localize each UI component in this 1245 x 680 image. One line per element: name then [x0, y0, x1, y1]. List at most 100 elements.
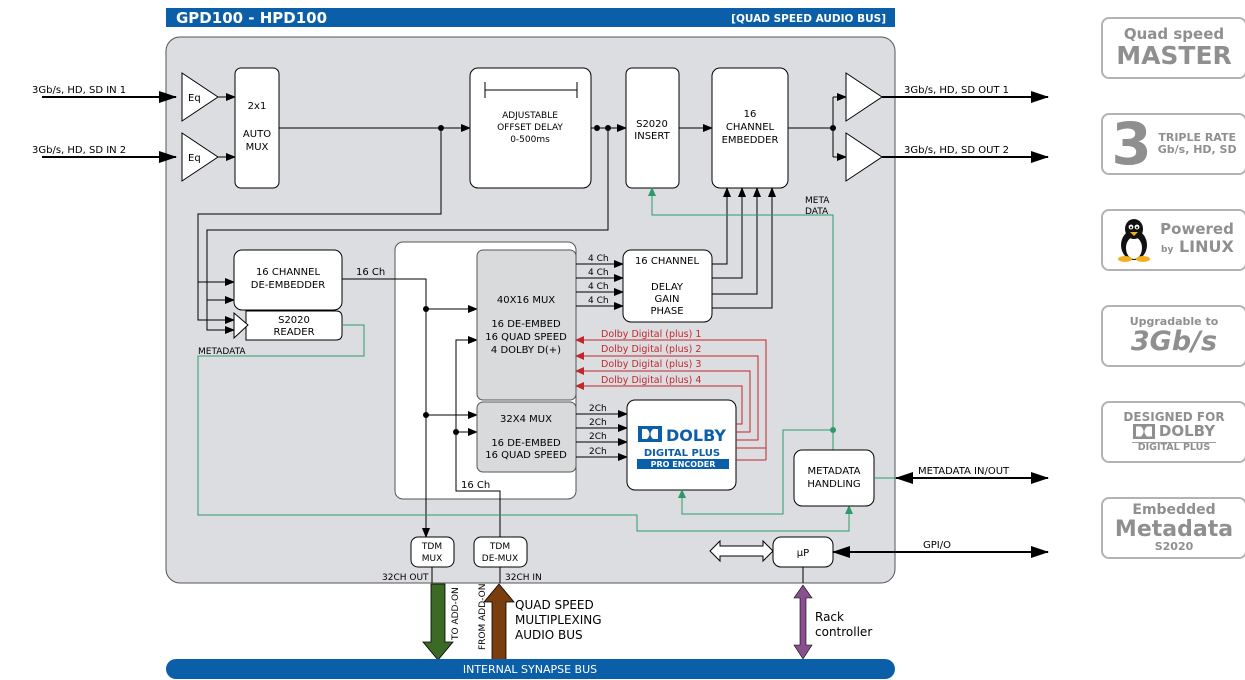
badge-embedded-l1: Embedded: [1132, 502, 1216, 519]
eq-2-label: Eq: [188, 153, 201, 164]
badge-triple-rate: 3 TRIPLE RATE Gb/s, HD, SD: [1101, 113, 1245, 175]
dolby-stream-3: Dolby Digital (plus) 3: [601, 359, 701, 370]
badge-designed-brand: DOLBY: [1158, 421, 1216, 440]
input-1-label: 3Gb/s, HD, SD IN 1: [32, 85, 126, 96]
header-bar: [166, 8, 895, 27]
input-2-label: 3Gb/s, HD, SD IN 2: [32, 145, 126, 156]
eq-amp-2: [181, 132, 219, 182]
reader-line-2: READER: [273, 327, 314, 338]
badge-triple-l2: Gb/s, HD, SD: [1157, 143, 1237, 156]
metadata-io-label: METADATA IN/OUT: [918, 466, 1010, 477]
out-amp-2: [845, 132, 883, 182]
insert-line-2: INSERT: [634, 131, 670, 142]
dolby-stream-2: Dolby Digital (plus) 2: [601, 344, 701, 355]
badge-linux-by: by: [1161, 245, 1174, 255]
metadata-handling-block: [793, 449, 875, 507]
badge-upgradable-l1: Upgradable to: [1129, 315, 1219, 329]
embedder-line-3: EMBEDDER: [722, 135, 779, 146]
dolby-small-icon: [1132, 424, 1155, 440]
quad-bus-line-2: MULTIPLEXING: [515, 613, 602, 627]
dolby-brand: DOLBY: [666, 426, 726, 445]
to-addon-arrow: [422, 583, 454, 661]
s2020-reader-block: [245, 310, 343, 341]
quad-bus-line-1: QUAD SPEED: [515, 598, 594, 612]
dgp-line-3: DELAY: [651, 282, 684, 293]
offset-delay-line-1: ADJUSTABLE: [502, 111, 558, 121]
output-2-label: 3Gb/s, HD, SD OUT 2: [904, 145, 1009, 156]
mh-line-1: METADATA: [808, 466, 861, 477]
insert-line-1: S2020: [636, 119, 668, 130]
meta-label: META: [805, 196, 830, 206]
dolby-pro-encoder: PRO ENCODER: [651, 460, 716, 469]
badge-designed-l1: DESIGNED FOR: [1123, 410, 1225, 425]
dgp-line-1: 16 CHANNEL: [635, 256, 700, 267]
badge-quad-main: MASTER: [1116, 40, 1232, 70]
ch2-label-1: 2Ch: [589, 404, 607, 414]
offset-delay-line-3: 0-500ms: [510, 135, 550, 145]
tdm-mux-line-2: MUX: [422, 554, 443, 564]
badge-triple-l1: TRIPLE RATE: [1158, 131, 1236, 144]
mux40-line-4: 16 QUAD SPEED: [485, 332, 567, 343]
mh-line-2: HANDLING: [807, 479, 860, 490]
badge-upgradable: Upgradable to 3Gb/s: [1101, 305, 1245, 367]
mux40-line-5: 4 DOLBY D(+): [491, 345, 561, 356]
dgp-line-5: PHASE: [650, 306, 683, 317]
auto-mux-line-3: MUX: [246, 142, 269, 153]
tdm-16ch-label: 16 Ch: [461, 480, 490, 491]
mux32-line-4: 16 QUAD SPEED: [485, 450, 567, 461]
eq-amp-1: [181, 72, 219, 122]
badge-embedded-l2: Metadata: [1114, 517, 1234, 543]
header-title: GPD100 - HPD100: [176, 9, 327, 27]
rack-controller-arrow: [793, 584, 813, 660]
embedder-line-2: CHANNEL: [726, 122, 775, 133]
deembedder-line-1: 16 CHANNEL: [256, 267, 321, 278]
tux-penguin-icon: [1118, 219, 1151, 262]
out32-label: 32CH OUT: [382, 573, 429, 583]
auto-mux-line-1: 2x1: [248, 101, 267, 112]
deembedder-block: [233, 249, 343, 311]
metadata-label: METADATA: [198, 347, 246, 357]
dolby-stream-4: Dolby Digital (plus) 4: [601, 375, 701, 386]
internal-bus-label: INTERNAL SYNAPSE BUS: [463, 663, 597, 676]
rack-line-1: Rack: [815, 610, 844, 624]
ch4-label-4: 4 Ch: [588, 296, 609, 306]
mux-40x16-block: [476, 249, 577, 401]
ch4-label-2: 4 Ch: [588, 268, 609, 278]
to-addon-label: TO ADD-ON: [451, 587, 461, 641]
delay-gain-phase-block: [622, 249, 713, 323]
ch2-label-2: 2Ch: [589, 418, 607, 428]
internal-synapse-bus: [166, 659, 895, 679]
badge-quad-speed-master: Quad speed MASTER: [1101, 17, 1245, 79]
header-subtitle: [QUAD SPEED AUDIO BUS]: [731, 13, 886, 25]
auto-mux-block: [234, 67, 280, 189]
ch4-label-1: 4 Ch: [588, 254, 609, 264]
dolby-double-d-icon: [638, 426, 662, 442]
badge-designed-for-dolby: DESIGNED FOR DOLBY DIGITAL PLUS: [1101, 401, 1245, 463]
badge-triple-num: 3: [1111, 110, 1152, 178]
badge-linux-powered: Powered: [1160, 220, 1234, 238]
offset-delay-line-2: OFFSET DELAY: [497, 123, 563, 133]
auto-mux-line-2: AUTO: [243, 129, 271, 140]
gpio-label: GPI/O: [923, 540, 951, 551]
dgp-line-4: GAIN: [654, 294, 679, 305]
data-label: DATA: [805, 207, 829, 217]
mux-32x4-block: [476, 401, 577, 473]
de-embed-16ch-label: 16 Ch: [356, 267, 385, 278]
eq-1-label: Eq: [188, 93, 201, 104]
mux40-line-3: 16 DE-EMBED: [491, 319, 561, 330]
out-amp-1: [845, 72, 883, 122]
mux40-line-1: 40X16 MUX: [497, 295, 555, 306]
dolby-encoder-block: [626, 399, 737, 491]
badge-embedded-l3: S2020: [1154, 540, 1194, 554]
quad-bus-line-3: AUDIO BUS: [515, 628, 583, 642]
tdm-demux-line-1: TDM: [489, 542, 510, 552]
from-addon-arrow: [483, 583, 515, 661]
dolby-digital-plus: DIGITAL PLUS: [644, 448, 720, 459]
embedder-line-1: 16: [744, 109, 757, 120]
rack-line-2: controller: [815, 625, 872, 639]
mux32-line-3: 16 DE-EMBED: [491, 438, 561, 449]
ch2-label-4: 2Ch: [589, 447, 607, 457]
in32-label: 32CH IN: [505, 573, 542, 583]
output-1-label: 3Gb/s, HD, SD OUT 1: [904, 85, 1009, 96]
